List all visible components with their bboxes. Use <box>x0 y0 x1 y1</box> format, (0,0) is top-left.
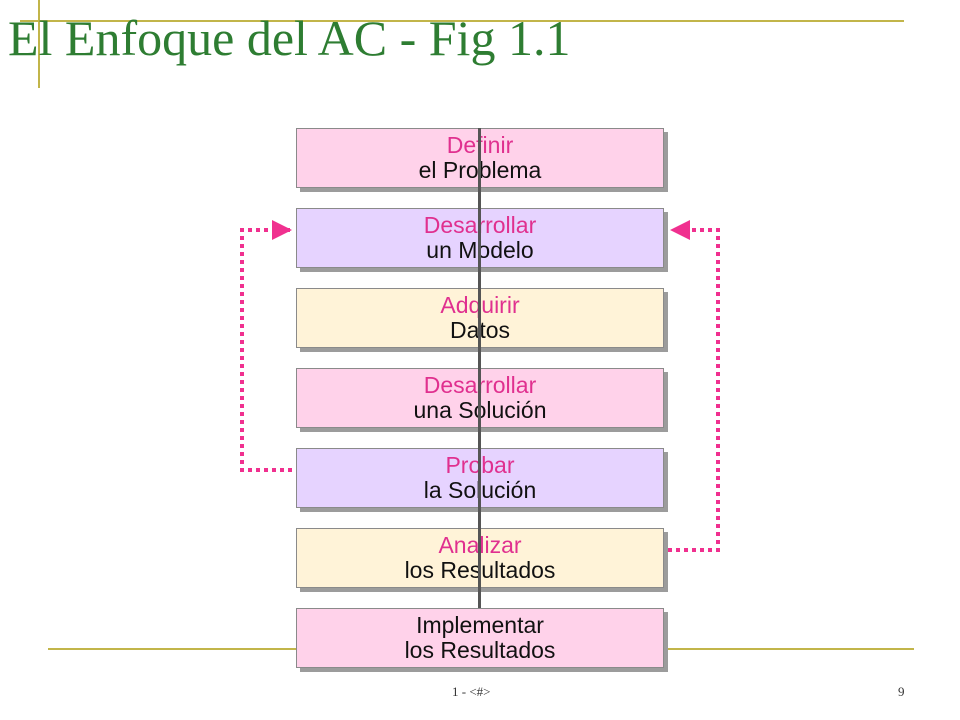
left-vertical-rule <box>38 0 40 88</box>
step-subtitle: los Resultados <box>404 637 556 663</box>
right-loop-arrow <box>668 220 720 552</box>
step-title: Implementar <box>416 612 544 638</box>
left-loop-arrow <box>240 220 292 472</box>
page-title: El Enfoque del AC - Fig 1.1 <box>8 10 571 66</box>
top-rule <box>20 20 904 22</box>
step-implement-results: Implementar los Resultados <box>296 608 664 668</box>
footer-page-number: 9 <box>898 684 905 699</box>
flow-connector-line <box>478 128 481 608</box>
footer-slide-number: 1 - <#> <box>452 684 491 699</box>
